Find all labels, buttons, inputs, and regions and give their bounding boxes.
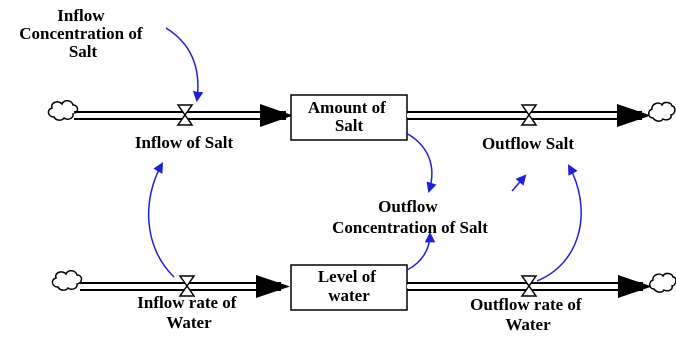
- label-line: Amount of: [308, 98, 386, 117]
- inflow-water-arrowhead: [256, 275, 290, 298]
- level-of-water-label: Level of water: [318, 267, 380, 305]
- curved-arrow-icon[interactable]: [147, 162, 175, 278]
- label-line: Salt: [335, 116, 364, 135]
- label-line: Inflow rate of: [137, 293, 236, 312]
- valve-icon: [176, 104, 194, 126]
- label-line: Salt: [69, 42, 98, 61]
- curved-arrow-icon[interactable]: [536, 164, 582, 282]
- outflow-water-arrowhead: [618, 275, 652, 298]
- label-line: water: [328, 286, 370, 305]
- label-line: Concentration of: [19, 24, 143, 43]
- curved-arrow-icon[interactable]: [405, 132, 437, 194]
- outflow-rate-of-water-label: Outflow rate of Water: [470, 295, 586, 334]
- valve-icon: [178, 275, 196, 297]
- outflow-water-valve[interactable]: [520, 275, 538, 297]
- outflow-concentration-of-salt-label: Outflow Concentration of Salt: [332, 197, 488, 237]
- cloud-icon: [648, 101, 676, 122]
- label-line: Water: [505, 315, 551, 334]
- inflow-of-salt-label: Inflow of Salt: [135, 133, 234, 152]
- salt-flow-row: [47, 94, 676, 141]
- curved-arrow-icon[interactable]: [511, 174, 527, 192]
- label-line: Outflow: [378, 197, 438, 216]
- label-line: Level of: [318, 267, 376, 286]
- cloud-icon: [51, 270, 83, 291]
- causal-links: [147, 27, 582, 282]
- inflow-concentration-of-salt-label: Inflow Concentration of Salt: [19, 6, 146, 61]
- inflow-rate-of-water-label: Inflow rate of Water: [137, 293, 240, 332]
- outflow-salt-label: Outflow Salt: [482, 134, 574, 153]
- curved-arrow-icon[interactable]: [406, 231, 436, 271]
- cloud-icon: [47, 100, 79, 121]
- label-line: Outflow rate of: [470, 295, 582, 314]
- water-flow-row: [51, 264, 676, 311]
- cloud-icon: [649, 272, 676, 293]
- label-line: Inflow: [57, 6, 105, 25]
- label-line: Water: [166, 313, 212, 332]
- inflow-salt-valve[interactable]: [176, 104, 194, 126]
- label-line: Concentration of Salt: [332, 218, 488, 237]
- amount-of-salt-stock[interactable]: [290, 94, 408, 141]
- amount-of-salt-label: Amount of Salt: [308, 98, 390, 135]
- outflow-salt-arrowhead: [617, 104, 651, 127]
- inflow-salt-arrowhead: [260, 104, 293, 127]
- valve-icon: [520, 104, 538, 126]
- labels: Inflow Concentration of Salt Inflow of S…: [19, 6, 586, 334]
- curved-arrow-icon[interactable]: [165, 27, 204, 103]
- inflow-water-valve[interactable]: [178, 275, 196, 297]
- valve-icon: [520, 275, 538, 297]
- level-of-water-stock[interactable]: [290, 264, 408, 311]
- outflow-salt-valve[interactable]: [520, 104, 538, 126]
